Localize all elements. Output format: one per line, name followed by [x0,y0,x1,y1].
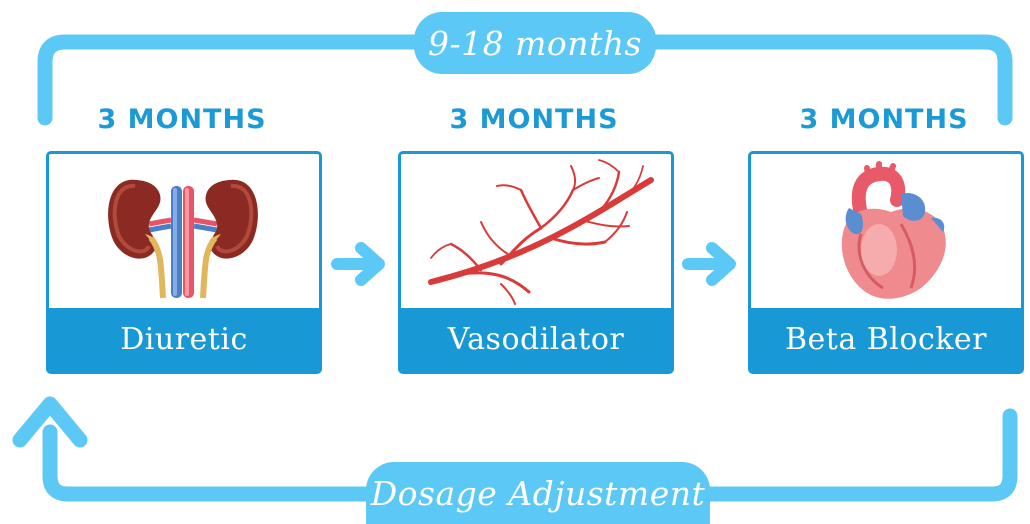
dosage-adjustment-pill: Dosage Adjustment [366,462,710,524]
step-2-image [401,154,671,308]
step-1-image [49,154,319,308]
step-1-caption: Diuretic [49,308,319,371]
step-card-beta-blocker: Beta Blocker [748,151,1024,374]
step-3-duration: 3 MONTHS [746,104,1022,135]
step-3-name: Beta Blocker [785,322,987,357]
cycle-duration-pill: 9-18 months [414,12,656,74]
step-3-caption: Beta Blocker [751,308,1021,371]
kidneys-icon [49,154,319,308]
step-1-name: Diuretic [120,322,248,357]
step-card-vasodilator: Vasodilator [398,151,674,374]
cycle-duration-label: 9-18 months [428,24,642,63]
step-1-duration: 3 MONTHS [44,104,320,135]
step-2-name: Vasodilator [448,322,625,357]
dosage-adjustment-label: Dosage Adjustment [371,474,706,513]
step-2-caption: Vasodilator [401,308,671,371]
arrow-right-icon [331,240,387,288]
step-3-image [751,154,1021,308]
arrow-right-icon [682,240,738,288]
step-2-duration: 3 MONTHS [396,104,672,135]
step-card-diuretic: Diuretic [46,151,322,374]
blood-vessel-icon [401,154,671,308]
heart-icon [751,154,1021,308]
